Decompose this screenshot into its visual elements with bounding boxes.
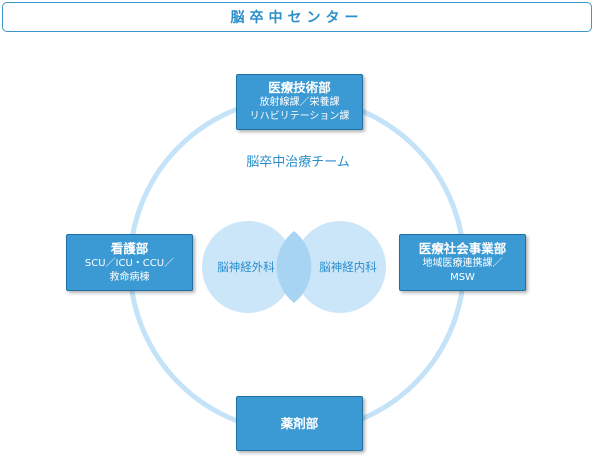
box-medical-tech: 医療技術部 放射線課／栄養課 リハビリテーション課 [236, 74, 363, 130]
title-bar: 脳卒中センター [2, 2, 592, 32]
box-social-work-line-1: 地域医療連携課／ [422, 257, 503, 269]
venn-overlap [276, 231, 312, 303]
box-pharmacy: 薬剤部 [236, 396, 363, 451]
box-medical-tech-line-2: リハビリテーション課 [249, 111, 350, 122]
box-nursing-line-1: SCU／ICU・CCU／ [84, 257, 175, 269]
venn-circle-neurology [294, 221, 386, 313]
venn-label-neurosurgery: 脳神経外科 [217, 260, 275, 274]
box-social-work-title: 医療社会事業部 [418, 240, 507, 256]
box-nursing: 看護部 SCU／ICU・CCU／ 救命病棟 [66, 234, 193, 291]
box-social-work-line-2: MSW [450, 271, 475, 283]
team-label: 脳卒中治療チーム [246, 155, 350, 170]
box-social-work: 医療社会事業部 地域医療連携課／ MSW [399, 234, 526, 291]
page-title: 脳卒中センター [230, 10, 364, 26]
box-medical-tech-line-1: 放射線課／栄養課 [259, 97, 340, 108]
venn-label-neurology: 脳神経内科 [319, 260, 377, 274]
box-medical-tech-title: 医療技術部 [268, 80, 331, 95]
box-nursing-title: 看護部 [110, 240, 149, 256]
venn-circle-neurosurgery [202, 221, 294, 313]
box-pharmacy-title: 薬剤部 [280, 415, 319, 431]
box-nursing-line-2: 救命病棟 [109, 271, 150, 283]
